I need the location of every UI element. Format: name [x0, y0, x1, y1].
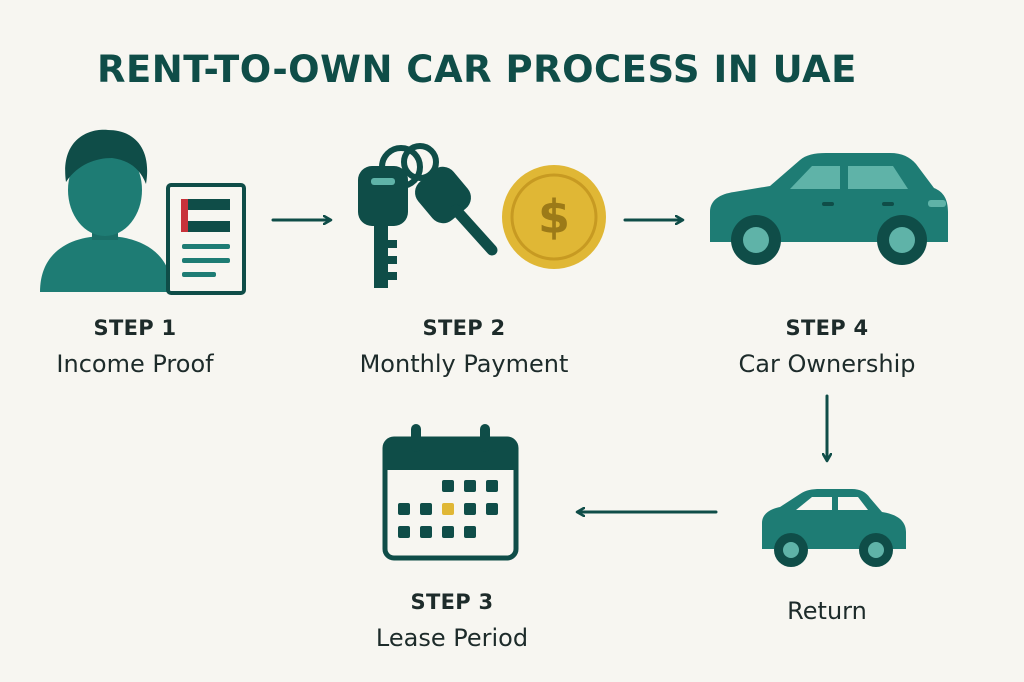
step1-label: STEP 1 Income Proof [56, 316, 213, 378]
small-car-icon [762, 489, 906, 567]
step2-label: STEP 2 Monthly Payment [360, 316, 569, 378]
coin-symbol: $ [538, 190, 570, 244]
step4-number: STEP 4 [785, 316, 869, 340]
step2-name: Monthly Payment [359, 350, 569, 378]
step2-number: STEP 2 [422, 316, 506, 340]
person-document-icon [40, 129, 246, 295]
step4-name: Car Ownership [738, 350, 916, 378]
step3-label: STEP 3 Lease Period [376, 590, 528, 652]
calendar-icon [382, 424, 519, 561]
return-label: Return [787, 597, 867, 625]
sedan-car-icon [710, 153, 948, 265]
return-name: Return [787, 597, 867, 625]
step3-name: Lease Period [375, 624, 529, 652]
keys-coin-icon: $ [358, 143, 606, 288]
step3-number: STEP 3 [410, 590, 494, 614]
step1-name: Income Proof [56, 350, 214, 378]
page-title: RENT-TO-OWN CAR PROCESS IN UAE [97, 48, 857, 91]
step4-label: STEP 4 Car Ownership [739, 316, 916, 378]
step1-number: STEP 1 [93, 316, 177, 340]
